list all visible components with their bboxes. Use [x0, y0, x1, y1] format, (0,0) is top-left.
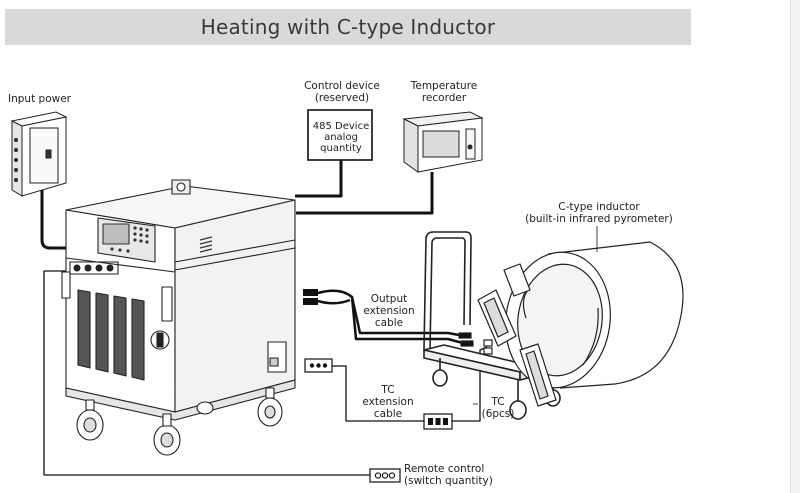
control-device-box: [307, 109, 373, 161]
tc-connector-block: [304, 358, 333, 373]
c-type-inductor: [458, 241, 684, 407]
tc-cable-label: TC extension cable: [362, 384, 414, 420]
temperature-recorder: [402, 111, 484, 173]
output-cable: [317, 289, 471, 347]
machine-wheels: [76, 387, 283, 456]
scrollbar-edge: [790, 0, 800, 493]
control-device-cable: [295, 160, 343, 198]
recorder-cable: [296, 172, 434, 215]
remote-control-box: [369, 468, 401, 483]
tc-junction-block: [423, 413, 453, 430]
temperature-recorder-label: Temperature recorder: [410, 80, 478, 104]
c-type-inductor-label: C-type inductor (built-in infrared pyrom…: [525, 201, 673, 225]
power-cable: [40, 188, 68, 250]
tc-count-label: TC (6pcs): [481, 396, 515, 420]
diagram-title: Heating with C-type Inductor: [200, 15, 496, 39]
output-connectors: [303, 289, 318, 305]
input-power-box: [10, 111, 68, 197]
callout-leaders: [473, 226, 598, 405]
remote-cable: [43, 270, 370, 476]
control-device-label: Control device (reserved): [304, 80, 380, 104]
remote-control-label: Remote control (switch quantity): [404, 463, 493, 487]
title-bar: Heating with C-type Inductor: [5, 9, 691, 45]
input-power-label: Input power: [8, 93, 71, 105]
control-device-box-text: 485 Device analog quantity: [312, 121, 370, 154]
heating-power-supply: [61, 179, 296, 456]
output-cable-label: Output extension cable: [363, 293, 415, 329]
